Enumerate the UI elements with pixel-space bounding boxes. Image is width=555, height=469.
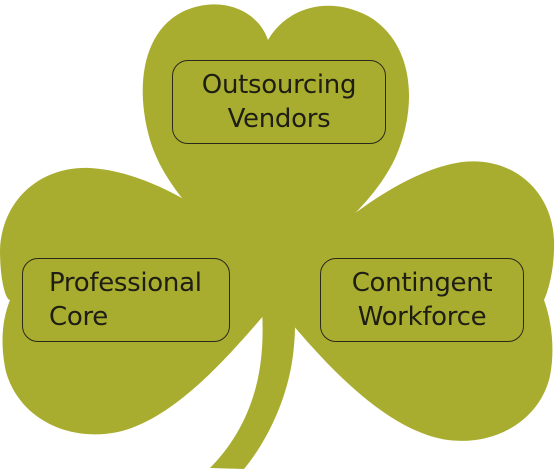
leaf-top	[142, 4, 410, 272]
contingent-workforce-label: Contingent Workforce	[320, 258, 524, 342]
label-right-line1: Contingent	[351, 268, 493, 298]
label-right-line2: Workforce	[357, 302, 487, 332]
leaf-left	[0, 167, 272, 435]
label-left-line1: Professional	[49, 268, 202, 298]
label-top-line2: Vendors	[227, 104, 331, 134]
label-left-line2: Core	[49, 302, 108, 332]
label-top-line1: Outsourcing	[201, 70, 357, 100]
shamrock-stem	[210, 262, 296, 469]
outsourcing-vendors-label: Outsourcing Vendors	[172, 60, 386, 144]
professional-core-label: Professional Core	[22, 258, 230, 342]
leaf-right	[280, 161, 555, 441]
